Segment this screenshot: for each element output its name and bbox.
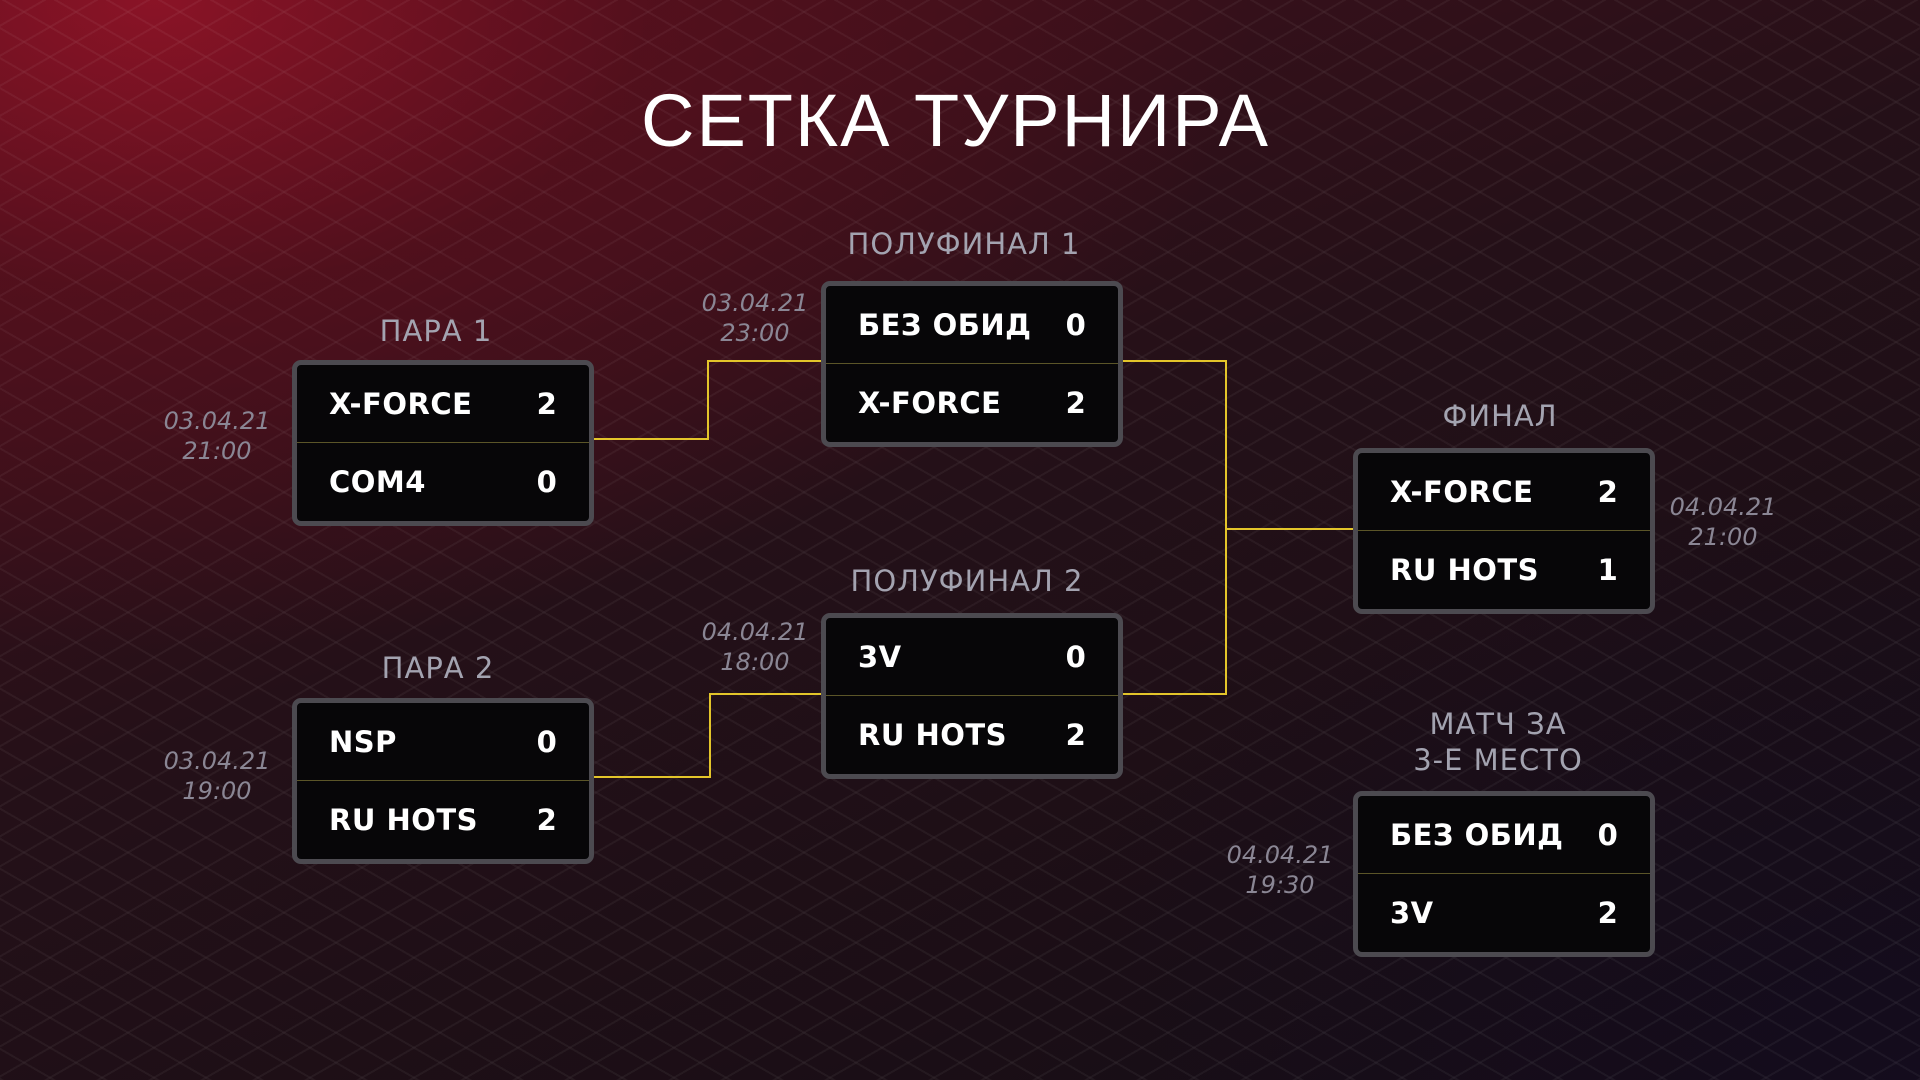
round-label-para2: ПАРА 2 — [381, 651, 495, 685]
team-row: RU HOTS 2 — [297, 781, 589, 859]
team-name: БЕЗ ОБИД — [858, 307, 1032, 342]
team-row: COM4 0 — [297, 443, 589, 521]
team-row: X-FORCE 2 — [826, 364, 1118, 442]
team-score: 0 — [1597, 817, 1619, 852]
round-label-final: ФИНАЛ — [1442, 399, 1558, 433]
team-name: COM4 — [329, 465, 426, 499]
team-row: БЕЗ ОБИД 0 — [826, 286, 1118, 364]
round-label-semi2: ПОЛУФИНАЛ 2 — [850, 564, 1084, 598]
match-date-semi1: 03.04.21 23:00 — [690, 288, 820, 348]
team-name: NSP — [329, 724, 397, 759]
round-label-third-place: МАТЧ ЗА 3-Е МЕСТО — [1352, 706, 1644, 778]
match-box-final: X-FORCE 2 RU HOTS 1 — [1353, 448, 1655, 614]
match-box-para1: X-FORCE 2 COM4 0 — [292, 360, 594, 526]
match-date-semi2: 04.04.21 18:00 — [690, 617, 820, 677]
time: 21:00 — [182, 437, 252, 465]
team-score: 2 — [536, 386, 558, 421]
match-box-third-place: БЕЗ ОБИД 0 3V 2 — [1353, 791, 1655, 957]
round-label-semi1: ПОЛУФИНАЛ 1 — [847, 227, 1081, 261]
match-date-para1: 03.04.21 21:00 — [152, 406, 282, 466]
match-box-semi1: БЕЗ ОБИД 0 X-FORCE 2 — [821, 281, 1123, 447]
date: 04.04.21 — [1226, 841, 1334, 869]
team-name: X-FORCE — [329, 386, 473, 421]
connector-para1-to-semi1 — [590, 360, 821, 440]
team-name: 3V — [858, 639, 902, 674]
team-row: 3V 2 — [1358, 874, 1650, 952]
page-title: СЕТКА ТУРНИРА — [641, 79, 1270, 162]
time: 18:00 — [720, 648, 790, 676]
match-date-final: 04.04.21 21:00 — [1658, 492, 1788, 552]
team-name: БЕЗ ОБИД — [1390, 817, 1564, 852]
team-score: 0 — [536, 724, 558, 759]
team-name: RU HOTS — [1390, 553, 1540, 587]
team-row: NSP 0 — [297, 703, 589, 781]
team-row: X-FORCE 2 — [297, 365, 589, 443]
date: 04.04.21 — [1669, 493, 1777, 521]
date: 03.04.21 — [701, 289, 809, 317]
team-row: RU HOTS 2 — [826, 696, 1118, 774]
time: 19:30 — [1245, 871, 1315, 899]
team-name: RU HOTS — [858, 718, 1008, 752]
time: 19:00 — [182, 777, 252, 805]
date: 04.04.21 — [701, 618, 809, 646]
match-date-third-place: 04.04.21 19:30 — [1215, 840, 1345, 900]
date: 03.04.21 — [163, 407, 271, 435]
match-box-para2: NSP 0 RU HOTS 2 — [292, 698, 594, 864]
team-score: 2 — [1597, 474, 1619, 509]
team-row: RU HOTS 1 — [1358, 531, 1650, 609]
team-name: X-FORCE — [858, 386, 1002, 420]
team-score: 0 — [536, 465, 558, 499]
team-score: 1 — [1597, 553, 1619, 587]
match-box-semi2: 3V 0 RU HOTS 2 — [821, 613, 1123, 779]
round-label-line2: 3-Е МЕСТО — [1413, 743, 1583, 777]
time: 23:00 — [720, 319, 790, 347]
team-score: 0 — [1065, 639, 1087, 674]
connector-para2-to-semi2 — [590, 693, 821, 778]
team-score: 2 — [1597, 896, 1619, 930]
date: 03.04.21 — [163, 747, 271, 775]
match-date-para2: 03.04.21 19:00 — [152, 746, 282, 806]
connector-semis-to-final — [1116, 360, 1227, 695]
team-row: БЕЗ ОБИД 0 — [1358, 796, 1650, 874]
team-name: X-FORCE — [1390, 474, 1534, 509]
round-label-line1: МАТЧ ЗА — [1429, 707, 1567, 741]
team-score: 2 — [1065, 718, 1087, 752]
team-score: 0 — [1065, 307, 1087, 342]
team-row: X-FORCE 2 — [1358, 453, 1650, 531]
time: 21:00 — [1688, 523, 1758, 551]
round-label-para1: ПАРА 1 — [379, 314, 493, 348]
team-score: 2 — [1065, 386, 1087, 420]
team-name: RU HOTS — [329, 803, 479, 837]
team-name: 3V — [1390, 896, 1434, 930]
team-row: 3V 0 — [826, 618, 1118, 696]
team-score: 2 — [536, 803, 558, 837]
